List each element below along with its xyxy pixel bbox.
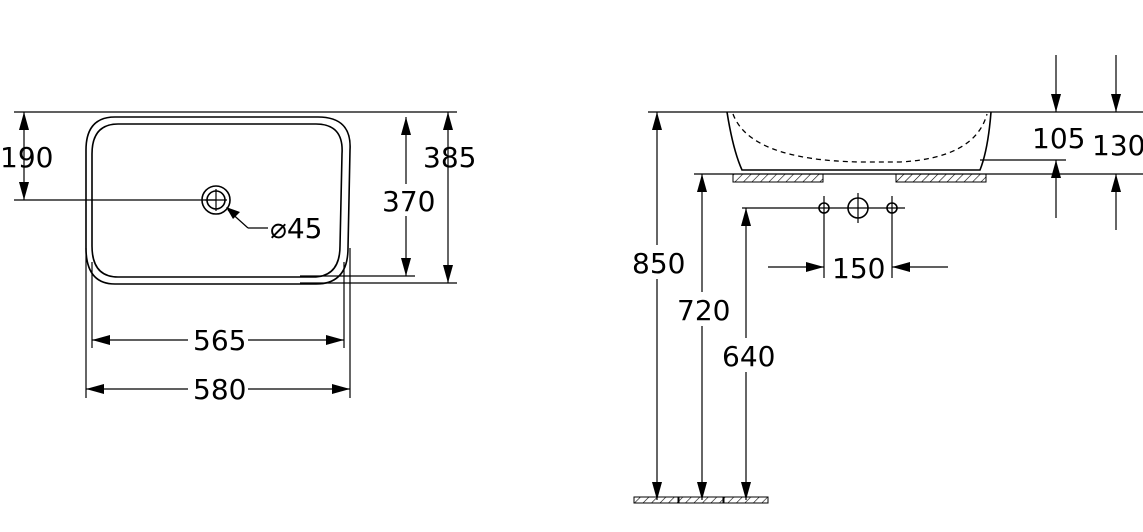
dim-label-130: 130 bbox=[1092, 129, 1143, 162]
arrowhead bbox=[697, 174, 707, 192]
arrowhead bbox=[741, 482, 751, 500]
arrowhead bbox=[443, 265, 453, 283]
dim-label-580: 580 bbox=[193, 373, 246, 406]
basin-inner-bowl-hidden bbox=[732, 113, 988, 163]
arrowhead bbox=[1111, 174, 1121, 192]
arrowhead bbox=[652, 112, 662, 130]
arrowhead bbox=[806, 262, 824, 272]
dim-label-720: 720 bbox=[677, 294, 730, 327]
arrowhead bbox=[697, 482, 707, 500]
arrowhead bbox=[1051, 160, 1061, 178]
basin-profile bbox=[726, 111, 992, 171]
floor-marker bbox=[723, 496, 769, 504]
support-left-hatched bbox=[732, 173, 824, 183]
label-mask bbox=[630, 245, 686, 279]
dim-label-640: 640 bbox=[722, 340, 775, 373]
dim-label-385: 385 bbox=[423, 141, 476, 174]
side-view: 150 850 720 640 105 130 bbox=[630, 55, 1143, 504]
arrowhead bbox=[401, 117, 411, 135]
basin-outer-outline bbox=[85, 116, 351, 285]
arrowhead bbox=[741, 208, 751, 226]
arrowhead bbox=[19, 182, 29, 200]
arrowhead bbox=[1111, 94, 1121, 112]
support-right-hatched bbox=[895, 173, 987, 183]
floor-marker bbox=[633, 496, 679, 504]
arrowhead bbox=[326, 335, 344, 345]
dim-label-370: 370 bbox=[382, 185, 435, 218]
arrowhead bbox=[401, 258, 411, 276]
label-mask bbox=[380, 184, 432, 216]
dim-label-850: 850 bbox=[632, 247, 685, 280]
floor-marker bbox=[678, 496, 724, 504]
arrowhead bbox=[92, 335, 110, 345]
arrowhead bbox=[226, 207, 240, 219]
label-mask bbox=[676, 292, 732, 326]
top-view: 190 ⌀45 370 385 565 bbox=[0, 111, 476, 406]
arrowhead bbox=[19, 112, 29, 130]
basin-inner-outline bbox=[91, 123, 343, 278]
dim-label-105: 105 bbox=[1032, 122, 1085, 155]
dim-label-outlet-diameter: ⌀45 bbox=[270, 212, 323, 245]
label-mask bbox=[720, 338, 776, 372]
outlet-outer-circle bbox=[201, 185, 231, 215]
arrowhead bbox=[86, 384, 104, 394]
dim-label-565: 565 bbox=[193, 324, 246, 357]
arrowhead bbox=[332, 384, 350, 394]
dim-label-190: 190 bbox=[0, 141, 53, 174]
dim-label-150: 150 bbox=[832, 252, 885, 285]
arrowhead bbox=[1051, 94, 1061, 112]
arrowhead bbox=[443, 112, 453, 130]
arrowhead bbox=[892, 262, 910, 272]
arrowhead bbox=[652, 482, 662, 500]
